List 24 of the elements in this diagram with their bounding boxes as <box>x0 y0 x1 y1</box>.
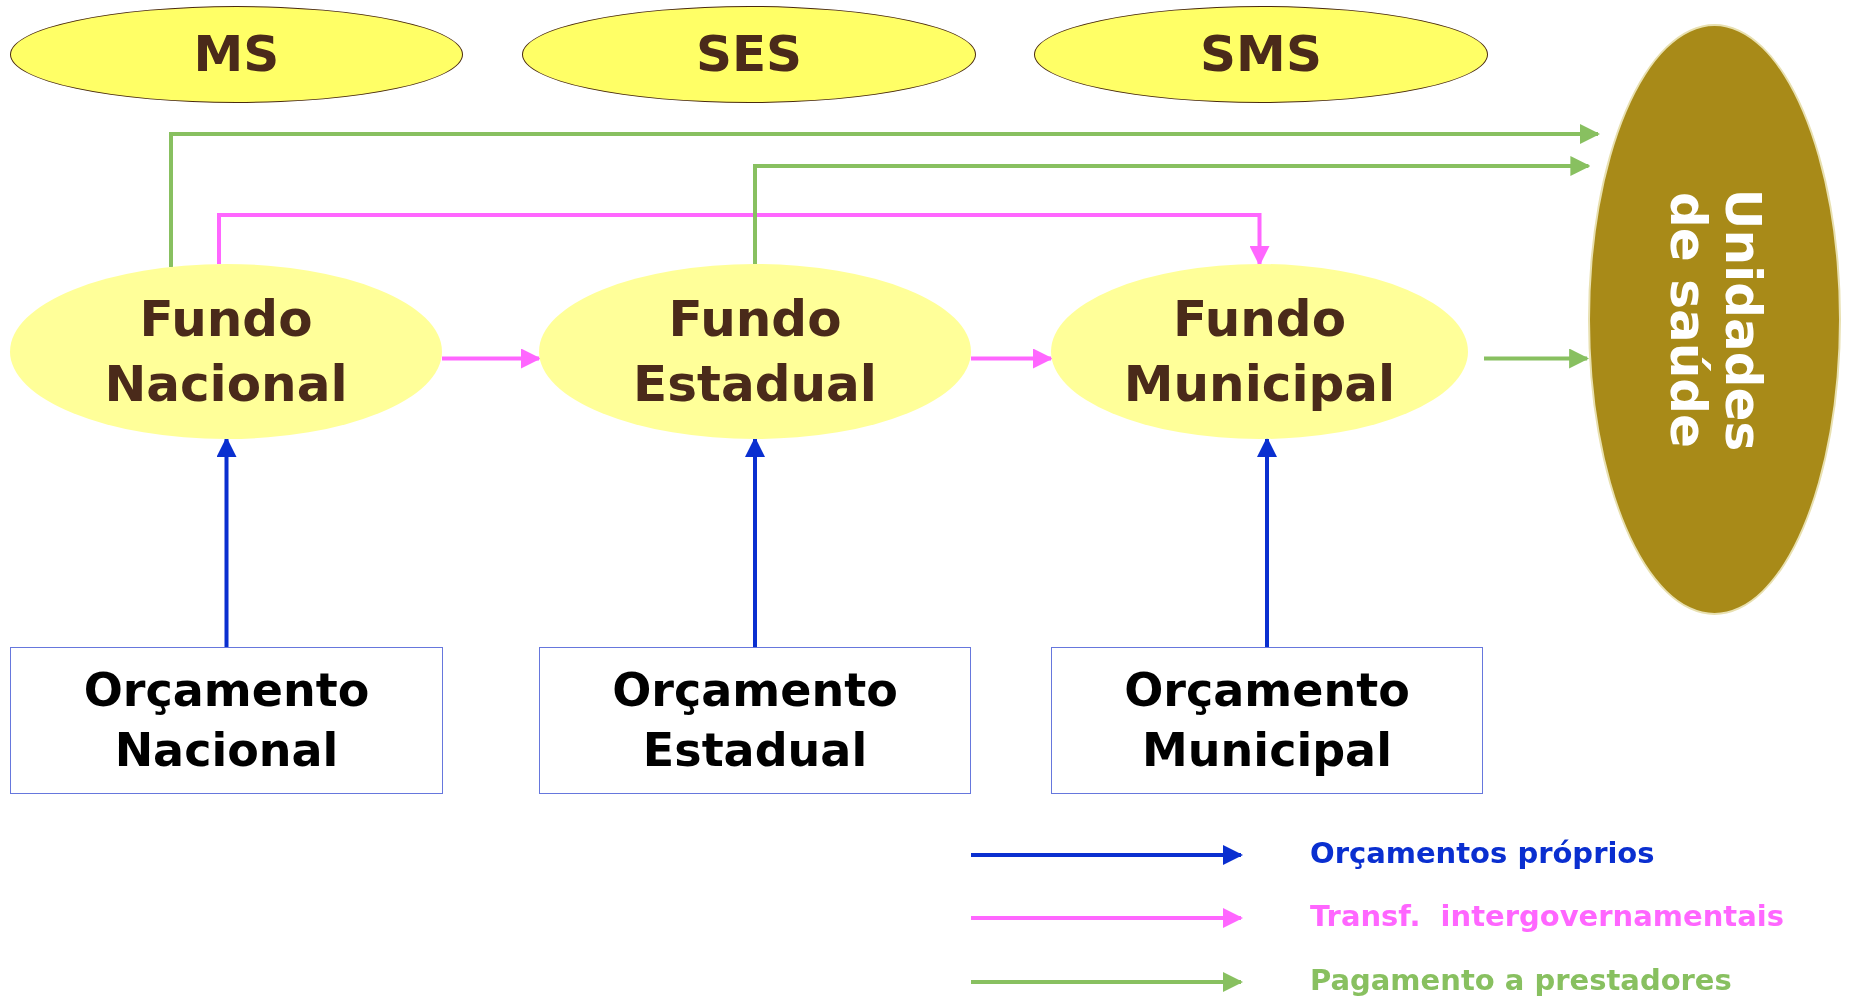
node-label: Fundo Municipal <box>1122 288 1397 415</box>
node-label: MS <box>192 24 281 85</box>
node-label: SES <box>694 24 804 85</box>
arrow <box>1257 437 1277 647</box>
arrow <box>745 437 765 647</box>
node-label: SMS <box>1199 24 1323 85</box>
arrow <box>217 213 1270 266</box>
rectangle-node <box>1051 647 1483 794</box>
node-label: Orçamento Municipal <box>1123 661 1411 779</box>
rectangle-node <box>10 647 443 794</box>
rectangle-node <box>539 647 971 794</box>
node-label: Fundo Nacional <box>103 288 349 415</box>
legend-label: Pagamento a prestadores <box>1310 963 1732 997</box>
node-label: Unidades de saúde <box>1659 187 1770 453</box>
node-label: Orçamento Estadual <box>611 661 899 779</box>
arrow <box>169 124 1601 267</box>
arrow <box>442 348 541 369</box>
legend-label: Transf. intergovernamentais <box>1310 899 1784 933</box>
arrow <box>971 348 1053 369</box>
arrow <box>1484 348 1590 369</box>
node-label: Orçamento Nacional <box>82 661 371 779</box>
arrow <box>216 437 237 647</box>
legend-label: Orçamentos próprios <box>1310 836 1655 870</box>
node-label: Fundo Estadual <box>632 288 878 415</box>
